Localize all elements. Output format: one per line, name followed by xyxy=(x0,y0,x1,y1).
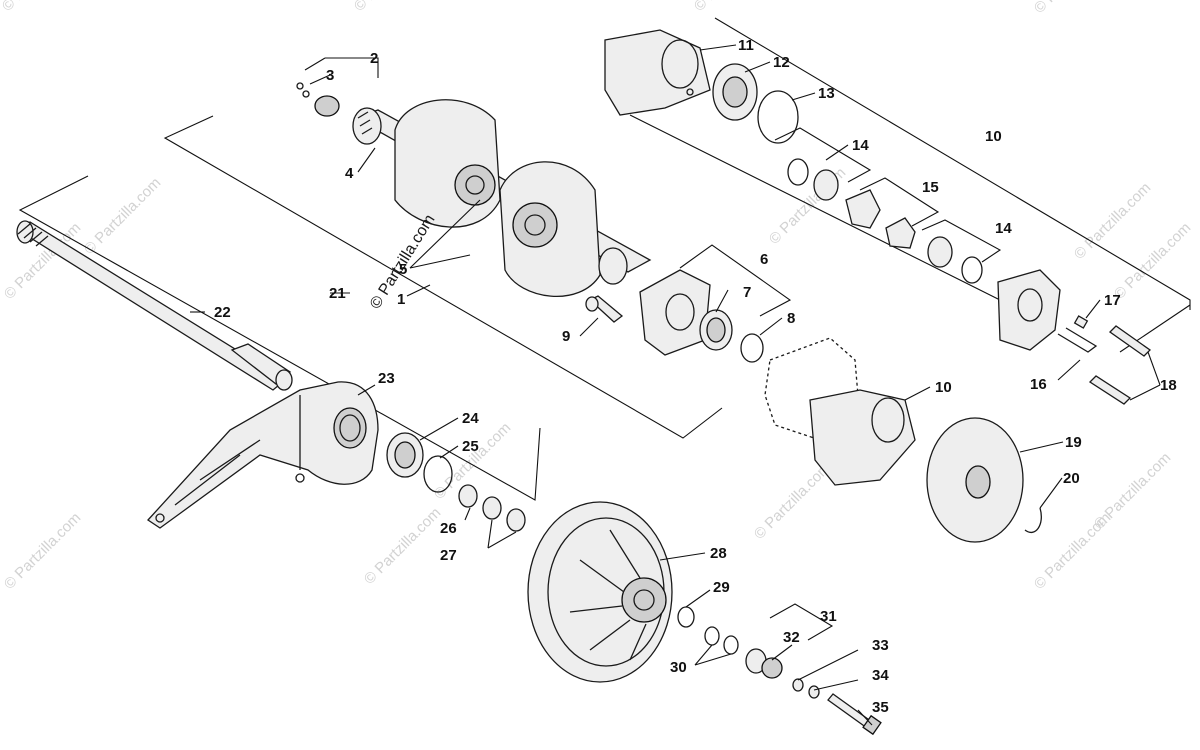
callout-32[interactable]: 32 xyxy=(783,629,800,646)
leader-lines xyxy=(190,44,1161,726)
part-jackshaft xyxy=(16,220,293,391)
part-caliper-lower-right xyxy=(997,269,1061,351)
watermark: © Partzilla.com xyxy=(351,0,434,15)
part-brake-pads-15 xyxy=(845,189,916,249)
callout-16[interactable]: 16 xyxy=(1030,376,1047,393)
bracket-group-14 xyxy=(921,219,1002,263)
bracket-group-2 xyxy=(325,57,379,78)
part-bolts-18 xyxy=(1088,325,1152,405)
bracket-group-31 xyxy=(769,603,834,641)
callout-3[interactable]: 3 xyxy=(326,67,334,84)
callout-27[interactable]: 27 xyxy=(440,547,457,564)
part-caliper-upper xyxy=(604,29,711,116)
watermark: © Partzilla.com xyxy=(1071,179,1154,262)
part-brake-disc-19 xyxy=(926,417,1024,543)
watermark: © Partzilla.com xyxy=(691,0,774,15)
watermark: © Partzilla.com xyxy=(1,509,84,592)
part-washers-26-27 xyxy=(458,484,526,532)
bracket-group-21 xyxy=(18,175,541,501)
callout-12[interactable]: 12 xyxy=(773,54,790,71)
part-bearing-24 xyxy=(386,432,424,478)
callout-29[interactable]: 29 xyxy=(713,579,730,596)
part-washers-33-34 xyxy=(792,678,820,699)
callout-19[interactable]: 19 xyxy=(1065,434,1082,451)
callout-18[interactable]: 18 xyxy=(1160,377,1177,394)
bracket-group-6 xyxy=(679,244,792,317)
part-driveshaft-hub xyxy=(296,82,652,297)
part-pin-17 xyxy=(1073,315,1089,329)
callout-22[interactable]: 22 xyxy=(214,304,231,321)
callout-33[interactable]: 33 xyxy=(872,637,889,654)
part-bearing-housing xyxy=(147,381,379,529)
callout-23[interactable]: 23 xyxy=(378,370,395,387)
part-spacers-14 xyxy=(787,158,983,284)
bracket-group-10 xyxy=(714,17,1191,310)
watermark: © Partzilla.com xyxy=(0,0,82,15)
part-bearing-7 xyxy=(699,309,733,351)
callout-20[interactable]: 20 xyxy=(1063,470,1080,487)
callout-11[interactable]: 11 xyxy=(738,37,754,54)
part-ring-25 xyxy=(423,455,453,493)
watermark: © Partzilla.com xyxy=(1111,219,1194,302)
part-bearing-flange-6 xyxy=(639,269,711,356)
callout-34[interactable]: 34 xyxy=(872,667,889,684)
part-caliper-10-lower xyxy=(809,389,916,486)
callout-31[interactable]: 31 xyxy=(820,608,837,625)
part-spring-pin-16 xyxy=(1057,327,1098,353)
callout-26[interactable]: 26 xyxy=(440,520,457,537)
callout-21[interactable]: 21 xyxy=(329,285,346,302)
part-shims-30 xyxy=(704,626,739,655)
part-snap-ring-20 xyxy=(1024,507,1042,533)
bracket-group-15 xyxy=(859,177,940,227)
callout-14-lower[interactable]: 14 xyxy=(995,220,1012,237)
callout-25[interactable]: 25 xyxy=(462,438,479,455)
callout-8[interactable]: 8 xyxy=(787,310,795,327)
part-washer-29 xyxy=(677,606,695,628)
callout-2[interactable]: 2 xyxy=(370,50,378,67)
watermark: © Partzilla.com xyxy=(1031,0,1114,17)
callout-28[interactable]: 28 xyxy=(710,545,727,562)
callout-labels: 1 2 3 4 5 6 7 8 9 10 10 11 12 13 14 14 1… xyxy=(214,37,1177,716)
callout-5[interactable]: 5 xyxy=(399,261,407,278)
callout-7[interactable]: 7 xyxy=(743,284,751,301)
watermark: © Partzilla.com xyxy=(81,174,164,257)
watermark: © Partzilla.com xyxy=(1091,449,1174,532)
watermark: © Partzilla.com xyxy=(751,459,834,542)
part-bolt-9 xyxy=(585,295,624,323)
callout-9[interactable]: 9 xyxy=(562,328,570,345)
callout-14-upper[interactable]: 14 xyxy=(852,137,869,154)
callout-17[interactable]: 17 xyxy=(1104,292,1121,309)
callout-35[interactable]: 35 xyxy=(872,699,889,716)
callout-15[interactable]: 15 xyxy=(922,179,939,196)
bracket-group-14 xyxy=(774,127,872,183)
callout-24[interactable]: 24 xyxy=(462,410,479,427)
bracket-group-10 xyxy=(629,114,1001,301)
callout-10-upper[interactable]: 10 xyxy=(985,128,1002,145)
part-bearing-12 xyxy=(712,63,758,121)
callout-6[interactable]: 6 xyxy=(760,251,768,268)
watermark: © Partzilla.com xyxy=(361,504,444,587)
callout-4[interactable]: 4 xyxy=(345,165,354,182)
part-ring-13 xyxy=(757,90,799,144)
part-ring-8 xyxy=(740,333,764,363)
callout-1[interactable]: 1 xyxy=(397,291,405,308)
part-driven-clutch-28 xyxy=(527,501,673,683)
callout-13[interactable]: 13 xyxy=(818,85,835,102)
part-washers-31-32 xyxy=(745,648,783,679)
callout-10-lower[interactable]: 10 xyxy=(935,379,952,396)
callout-30[interactable]: 30 xyxy=(670,659,687,676)
bracket-group-2 xyxy=(304,57,326,71)
